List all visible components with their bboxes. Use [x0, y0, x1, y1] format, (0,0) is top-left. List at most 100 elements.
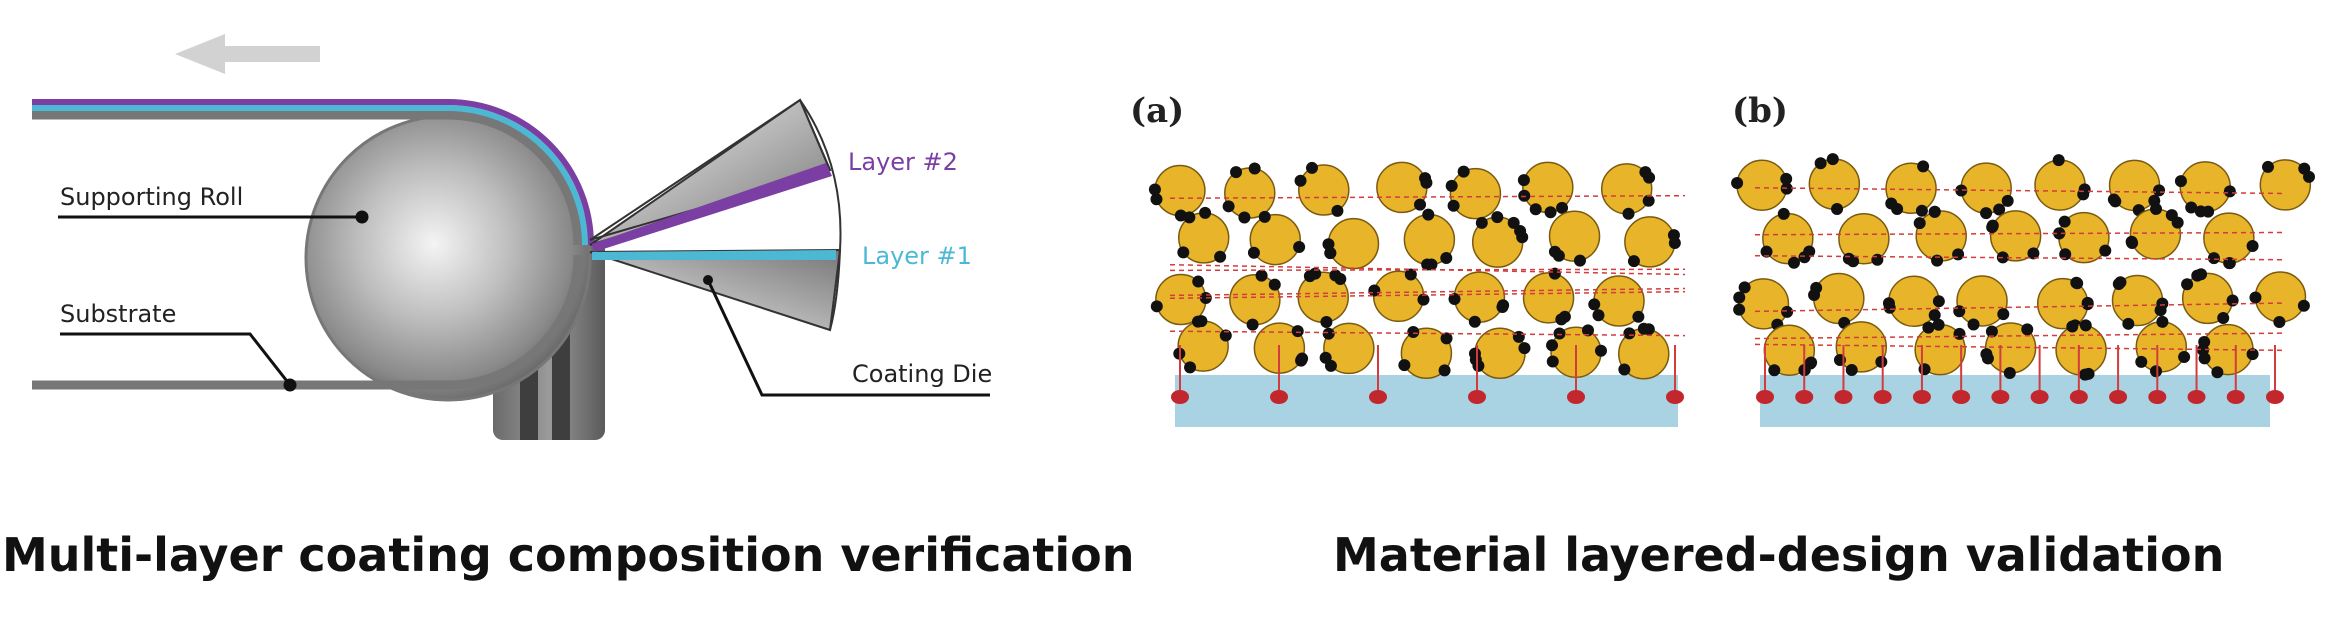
binder-dot [2122, 317, 2135, 330]
binder-dot [1548, 267, 1561, 280]
binder-dot [2185, 201, 2198, 214]
binder-dot [1440, 332, 1453, 345]
binder-dot [1457, 165, 1470, 178]
binder-dot [1468, 315, 1481, 328]
panel-a-label: (a) [1130, 91, 1184, 131]
binder-dot [1422, 208, 1435, 221]
binder-dot [1952, 248, 1965, 261]
anchor-point [1834, 390, 1853, 404]
binder-dot [1184, 361, 1197, 374]
binder-dot [1296, 352, 1309, 365]
binder-dot [1407, 325, 1420, 338]
binder-dot [1268, 278, 1281, 291]
binder-dot [1913, 217, 1926, 230]
binder-dot [1448, 292, 1461, 305]
binder-dot [2077, 188, 2090, 201]
binder-dot [1891, 203, 1904, 216]
particle [1956, 275, 2008, 327]
link-line [1169, 330, 1686, 337]
binder-dot [2178, 350, 2191, 363]
particle [1249, 213, 1301, 266]
binder-dot [2154, 304, 2167, 317]
binder-dot [1303, 270, 1316, 283]
binder-dot [2207, 252, 2220, 265]
binder-dot [1305, 161, 1318, 174]
particle [1449, 167, 1502, 220]
binder-dot [1398, 359, 1411, 372]
binder-dot [1883, 301, 1896, 314]
binder-dot [1642, 194, 1655, 207]
binder-dot [1573, 254, 1586, 267]
binder-dot [1230, 166, 1243, 179]
binder-dot [1248, 162, 1261, 175]
binder-dot [1847, 255, 1860, 268]
binder-dot [1150, 300, 1163, 313]
link-line [1754, 302, 2286, 313]
direction-arrow-icon [175, 34, 320, 74]
binder-dot [1420, 176, 1433, 189]
particle-structure-diagram: (a) (b) [1120, 0, 2329, 470]
binder-dot [2156, 315, 2169, 328]
binder-dot [1588, 298, 1601, 311]
binder-dot [1553, 327, 1566, 340]
binder-dot [2273, 315, 2286, 328]
particle [1835, 321, 1888, 373]
binder-dot [2150, 203, 2163, 216]
particle [1736, 159, 1788, 211]
binder-dot [2150, 365, 2163, 378]
binder-dot [1627, 255, 1640, 268]
anchor-point [1912, 390, 1931, 404]
binder-dot [1329, 269, 1342, 282]
binder-dot [1798, 251, 1811, 264]
binder-dot [1780, 172, 1793, 185]
binder-dot [1928, 205, 1941, 218]
binder-dot [1255, 269, 1268, 282]
particle-layer-a [1148, 161, 1686, 404]
particle [1298, 164, 1350, 216]
anchor-point [2030, 390, 2049, 404]
binder-dot [1214, 250, 1227, 263]
binder-dot [2246, 239, 2259, 252]
anchor-point [2266, 390, 2284, 404]
label-layer-2: Layer #2 [848, 148, 958, 176]
coated-layers [32, 99, 594, 246]
binder-dot [2059, 248, 2072, 261]
particle [1327, 217, 1380, 270]
particle [1323, 322, 1375, 375]
binder-dot [2174, 175, 2187, 188]
binder-dot [2001, 194, 2014, 207]
binder-dot [1993, 203, 2006, 216]
binder-dot [1192, 275, 1205, 288]
binder-dot [1507, 216, 1520, 229]
binder-dot [1414, 198, 1427, 211]
anchor-point [2109, 390, 2128, 404]
binder-dot [2195, 268, 2208, 281]
binder-dot [2053, 227, 2066, 240]
link-line [1169, 268, 1686, 272]
label-substrate: Substrate [60, 300, 176, 328]
binder-dot [2297, 299, 2310, 312]
particle [1885, 162, 1937, 215]
binder-dot [1622, 207, 1635, 220]
anchor-point [1171, 390, 1189, 404]
binder-dot [2217, 311, 2230, 324]
binder-dot [1814, 157, 1827, 170]
binder-dot [1668, 236, 1681, 249]
binder-dot [2082, 367, 2095, 380]
label-coating-die: Coating Die [852, 360, 992, 388]
binder-dot [1922, 321, 1935, 334]
binder-dot [1980, 348, 1993, 361]
substrate-a [1175, 375, 1678, 427]
binder-dot [2003, 366, 2016, 379]
binder-dot [1953, 305, 1966, 318]
particle [2259, 159, 2312, 211]
leader-lines [58, 210, 990, 397]
binder-dot [1238, 211, 1251, 224]
binder-dot [1247, 246, 1260, 259]
binder-dot [1472, 359, 1485, 372]
link-line [1754, 231, 2286, 236]
binder-dot [1733, 291, 1746, 304]
binder-dot [1544, 206, 1557, 219]
particle [1838, 212, 1890, 265]
binder-dot [2181, 278, 2194, 291]
